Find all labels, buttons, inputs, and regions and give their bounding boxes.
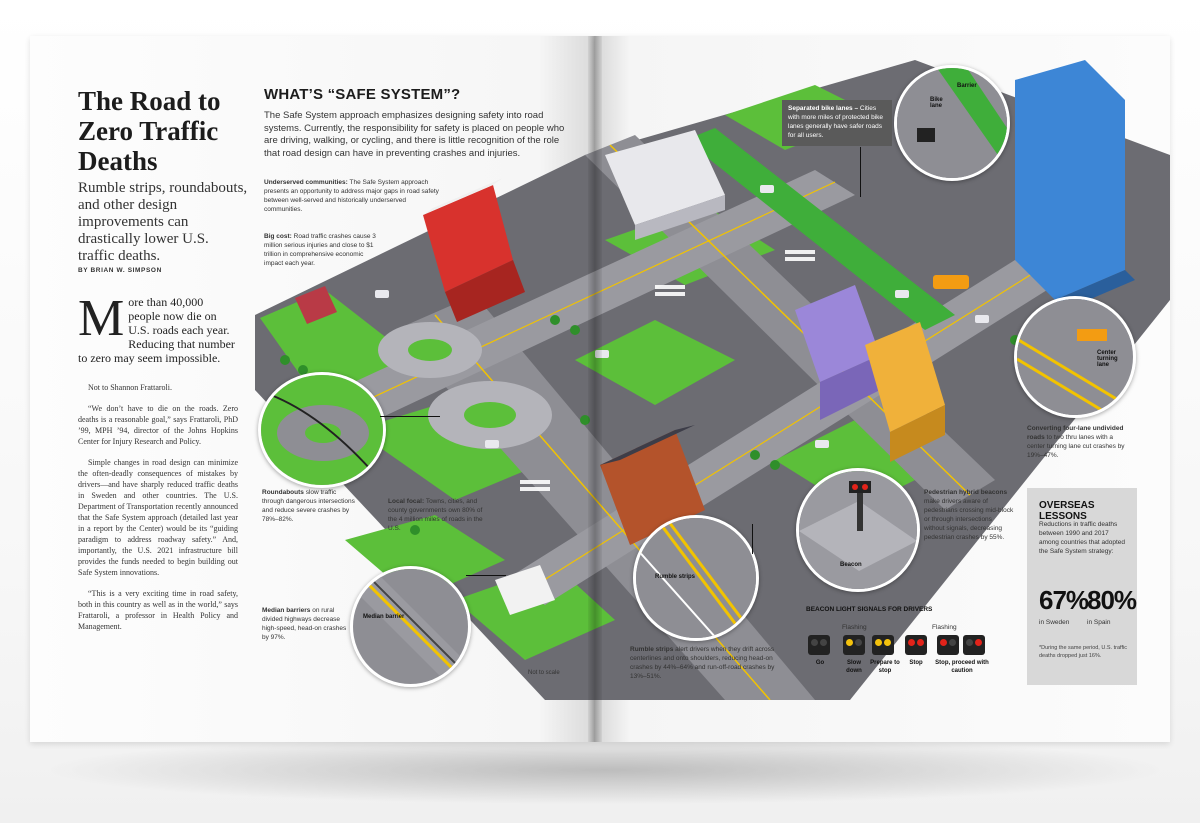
not-to-scale: Not to scale [528, 670, 560, 676]
building-tower [1015, 60, 1135, 310]
note-pedestrian-beacons: Pedestrian hybrid beacons make drivers a… [924, 489, 1014, 541]
overseas-text: Reductions in traffic deaths between 199… [1039, 521, 1126, 555]
signal-stop [905, 635, 927, 655]
bike-lane [685, 128, 955, 330]
note-local-focal: Local focal: Towns, cities, and county g… [388, 498, 483, 532]
body-paragraph: “This is a very exciting time in road sa… [78, 589, 238, 631]
signal-go [808, 635, 830, 655]
flashing-label: Flashing [932, 624, 957, 631]
grass-patch [455, 565, 615, 660]
grass-patch [345, 515, 505, 600]
article-subtitle: Rumble strips, roundabouts, and other de… [78, 180, 248, 264]
inset-center-turning [1014, 296, 1136, 418]
house-red [295, 286, 337, 324]
signal-slow-down [843, 635, 865, 655]
body-paragraph: Not to Shannon Frattaroli. [88, 383, 172, 392]
note-converting-roads: Converting four-lane undivided roads to … [1027, 425, 1125, 459]
signal-prepare [872, 635, 894, 655]
leader-line [466, 575, 506, 576]
beacon-signals-heading: BEACON LIGHT SIGNALS FOR DRIVERS [806, 606, 933, 613]
spain-value: 80% [1087, 585, 1137, 615]
section-heading: WHAT’S “SAFE SYSTEM”? [264, 86, 461, 103]
leader-line [380, 416, 440, 417]
note-rumble-strips: Rumble strips alert drivers when they dr… [630, 646, 775, 680]
note-big-cost: Big cost: Road traffic crashes cause 3 m… [264, 233, 376, 267]
byline: BY BRIAN W. SIMPSON [78, 267, 162, 274]
roundabout-center [408, 339, 452, 361]
sweden-value: 67% [1039, 585, 1089, 615]
note-separated-bike-lanes: Separated bike lanes – Cities with more … [782, 100, 892, 146]
spain-label: in Spain [1087, 619, 1111, 626]
leader-line [860, 147, 861, 197]
rumble-strips-label: Rumble strips [655, 574, 696, 580]
drop-cap: M [78, 290, 125, 347]
building-shops [605, 130, 725, 240]
signal-label-stop: Stop [909, 660, 923, 666]
grass-patch [575, 320, 735, 405]
body-paragraph: Simple changes in road design can minimi… [78, 458, 238, 577]
flashing-label: Flashing [842, 624, 867, 631]
article-title: The Road to Zero Traffic Deaths [78, 86, 221, 176]
signal-label-go: Go [815, 660, 825, 666]
sweden-label: in Sweden [1039, 619, 1070, 626]
overseas-heading: OVERSEAS LESSONS [1039, 500, 1095, 522]
note-roundabouts: Roundabouts slow traffic through dangero… [262, 489, 355, 523]
signal-label-stop-proceed: Stop, proceed with caution [935, 660, 989, 674]
note-underserved: Underserved communities: The Safe System… [264, 179, 439, 213]
inset-bike-lane [894, 65, 1010, 181]
lane-line [524, 271, 1036, 593]
school-bus [933, 275, 969, 289]
inset-rumble-strips [633, 515, 759, 641]
barrier-label: Barrier [957, 83, 977, 89]
article-body: Not to Shannon Frattaroli. “We don’t hav… [78, 382, 238, 642]
bike-lane-label: Bike lane [930, 97, 943, 109]
inset-median-barrier [350, 566, 471, 687]
body-paragraph: “We don’t have to die on the roads. Zero… [78, 404, 238, 446]
lead-text: ore than 40,000 people now die on U.S. r… [78, 295, 235, 365]
building-small [495, 565, 555, 615]
signal-label-prepare: Prepare to stop [870, 660, 900, 674]
overseas-footnote: *During the same period, U.S. traffic de… [1039, 645, 1127, 659]
section-intro: The Safe System approach emphasizes desi… [264, 110, 565, 159]
center-turning-label: Center turning lane [1097, 350, 1118, 368]
inset-beacon [796, 468, 920, 592]
crosswalks [520, 250, 815, 491]
building-red [423, 178, 525, 322]
beacon-label: Beacon [840, 562, 862, 568]
roundabout-center [464, 402, 516, 428]
note-median-barriers: Median barriers on rural divided highway… [262, 607, 347, 641]
overseas-lessons-box: OVERSEAS LESSONS Reductions in traffic d… [1027, 488, 1137, 685]
cars [375, 185, 989, 448]
building-purple [795, 285, 880, 420]
book-gutter [588, 36, 602, 742]
building-yellow [865, 322, 945, 462]
signal-label-slow: Slow down [846, 660, 862, 674]
signal-stop-proceed-b [963, 635, 985, 655]
book-shadow [40, 735, 1170, 805]
signal-stop-proceed-a [937, 635, 959, 655]
inset-roundabout [258, 372, 386, 488]
leader-line [752, 524, 753, 554]
median-barrier-label: Median barrier [363, 614, 405, 620]
